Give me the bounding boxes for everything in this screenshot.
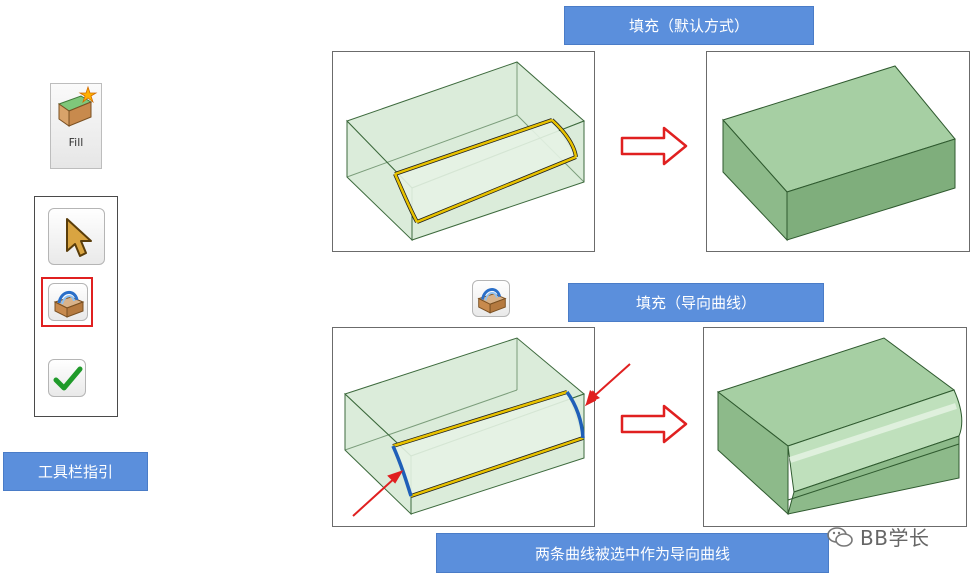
watermark-text: BB学长: [860, 526, 930, 550]
result-arrow-icon: [620, 126, 688, 166]
guide-curve-button[interactable]: [48, 283, 88, 321]
guide-curve-box-icon: [477, 288, 507, 314]
fill-guide-curve-label: 填充（导向曲线）: [568, 283, 824, 322]
guide-curve-box-icon: [53, 291, 85, 318]
green-check-icon: [53, 366, 83, 391]
toolbar-guide-label: 工具栏指引: [3, 452, 148, 491]
result-arrow-icon: [620, 404, 688, 444]
select-arrow-button[interactable]: [48, 208, 105, 265]
guide-toolbar: [34, 196, 118, 417]
fill-tool-label: Fill: [68, 136, 84, 149]
arrow-cursor-icon: [66, 218, 92, 257]
confirm-button[interactable]: [48, 359, 86, 397]
fill-default-label: 填充（默认方式）: [564, 6, 814, 45]
two-curves-guide-label: 两条曲线被选中作为导向曲线: [436, 533, 829, 573]
fill-tool-button[interactable]: Fill: [50, 83, 102, 169]
guide-curve-reference-icon-button: [472, 280, 510, 317]
pointer-arrow-icon: [586, 363, 631, 404]
before-fill-guide-view: [332, 327, 596, 527]
before-fill-default-view: [332, 51, 595, 252]
after-fill-guide-view: [703, 327, 967, 527]
guide-curve-highlight: [41, 277, 93, 327]
fill-box-icon: [57, 85, 98, 127]
watermark: BB学长: [826, 522, 929, 551]
wechat-icon: [827, 526, 853, 547]
after-fill-default-view: [706, 51, 970, 252]
